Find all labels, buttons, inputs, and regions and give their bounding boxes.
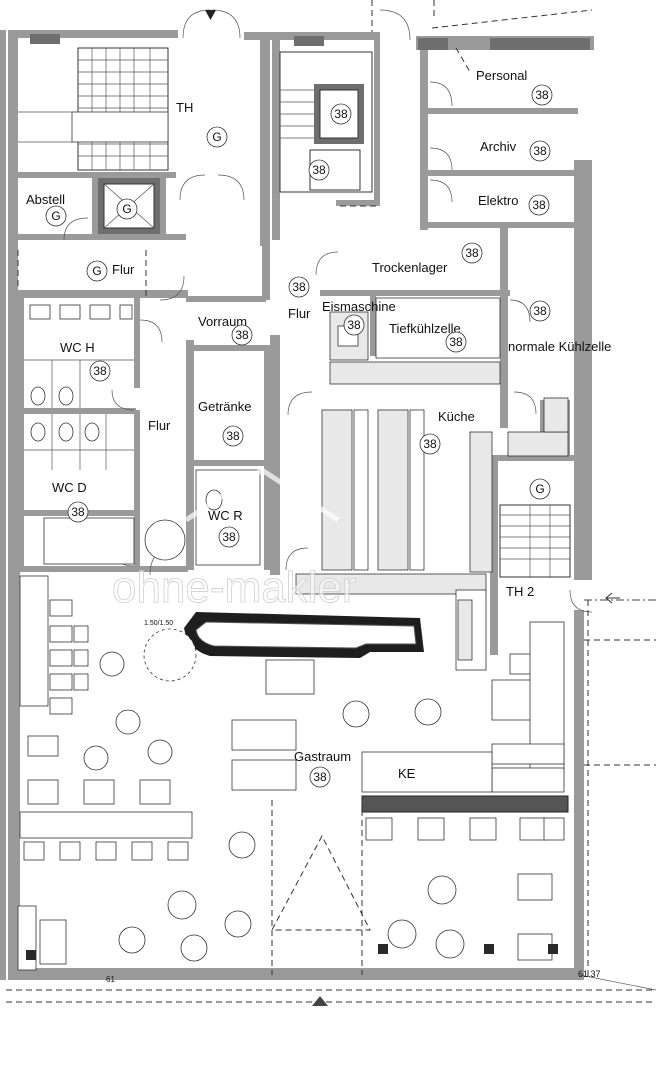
room-label-flur-mid: Flur <box>148 418 171 433</box>
marker-38: 38 <box>330 103 352 125</box>
marker-38: 38 <box>529 300 551 322</box>
room-label-wc-d: WC D <box>52 480 87 495</box>
marker-g: G <box>116 198 138 220</box>
bar-counter <box>143 612 424 682</box>
svg-text:38: 38 <box>465 246 479 260</box>
room-label-eismaschine: Eismaschine <box>322 299 396 314</box>
marker-38: 38 <box>308 159 330 181</box>
marker-38: 38 <box>461 242 483 264</box>
marker-38: 38 <box>531 84 553 106</box>
stair-th-2 <box>499 504 620 604</box>
room-label-abstell: Abstell <box>26 192 65 207</box>
room-label-tiefkuehlzelle: Tiefkühlzelle <box>389 321 461 336</box>
dimension-bottom-left: 61 <box>106 975 115 984</box>
room-label-th: TH <box>176 100 193 115</box>
wc-fixtures <box>24 304 261 566</box>
svg-text:38: 38 <box>533 304 547 318</box>
room-label-getraenke: Getränke <box>198 399 251 414</box>
marker-g: G <box>86 260 108 282</box>
dimension-labels: 1.50/1.50 61.37 61 <box>106 10 601 984</box>
stair-th-top <box>18 47 169 171</box>
dashed-lines <box>6 0 656 1003</box>
svg-text:38: 38 <box>533 144 547 158</box>
marker-38: 38 <box>89 360 111 382</box>
svg-text:38: 38 <box>449 335 463 349</box>
marker-38: 38 <box>445 331 467 353</box>
watermark: ohne-makler <box>112 467 357 612</box>
room-label-wc-r: WC R <box>208 508 243 523</box>
svg-text:38: 38 <box>93 364 107 378</box>
marker-38: 38 <box>288 276 310 298</box>
room-label-ke: KE <box>398 766 416 781</box>
svg-text:38: 38 <box>222 530 236 544</box>
outer-walls <box>0 30 594 980</box>
marker-g: G <box>529 478 551 500</box>
svg-text:38: 38 <box>71 505 85 519</box>
svg-text:G: G <box>51 209 60 223</box>
room-label-gastraum: Gastraum <box>294 749 351 764</box>
room-label-vorraum: Vorraum <box>198 314 247 329</box>
marker-38: 38 <box>222 425 244 447</box>
svg-text:38: 38 <box>312 163 326 177</box>
svg-text:G: G <box>92 264 101 278</box>
svg-text:G: G <box>122 202 131 216</box>
room-label-archiv: Archiv <box>480 139 517 154</box>
svg-text:38: 38 <box>334 107 348 121</box>
svg-text:G: G <box>535 482 544 496</box>
marker-38: 38 <box>528 194 550 216</box>
marker-g: G <box>206 126 228 148</box>
svg-text:38: 38 <box>226 429 240 443</box>
room-label-wc-h: WC H <box>60 340 95 355</box>
svg-text:G: G <box>212 130 221 144</box>
kitchen-equipment <box>295 297 569 671</box>
room-label-trockenlager: Trockenlager <box>372 260 448 275</box>
svg-text:38: 38 <box>423 437 437 451</box>
marker-38: 38 <box>67 501 89 523</box>
svg-text:38: 38 <box>235 328 249 342</box>
marker-g: G <box>45 205 67 227</box>
level-marker: 61.37 <box>578 969 601 979</box>
room-label-flur-left: Flur <box>112 262 135 277</box>
bar-dimension: 1.50/1.50 <box>144 620 173 627</box>
room-label-kueche: Küche <box>438 409 475 424</box>
marker-38: 38 <box>218 526 240 548</box>
circle-markers: G G G G G 38 38 38 38 38 38 38 38 38 38 … <box>45 84 553 788</box>
marker-38: 38 <box>231 324 253 346</box>
svg-text:38: 38 <box>313 770 327 784</box>
dining-furniture <box>17 575 569 1006</box>
room-label-th-2: TH 2 <box>506 584 534 599</box>
marker-38: 38 <box>343 314 365 336</box>
svg-text:38: 38 <box>535 88 549 102</box>
marker-38: 38 <box>309 766 331 788</box>
room-label-flur-center: Flur <box>288 306 311 321</box>
svg-text:38: 38 <box>292 280 306 294</box>
room-label-personal: Personal <box>476 68 527 83</box>
room-labels: TH Abstell Flur WC H WC D Flur Vorraum G… <box>26 68 611 781</box>
room-label-elektro: Elektro <box>478 193 518 208</box>
marker-38: 38 <box>419 433 441 455</box>
watermark-text: ohne-makler <box>112 563 357 612</box>
doors <box>63 9 593 613</box>
room-label-normale-kuehlzelle: normale Kühlzelle <box>508 339 611 354</box>
marker-38: 38 <box>529 140 551 162</box>
svg-text:38: 38 <box>532 198 546 212</box>
svg-text:38: 38 <box>347 318 361 332</box>
